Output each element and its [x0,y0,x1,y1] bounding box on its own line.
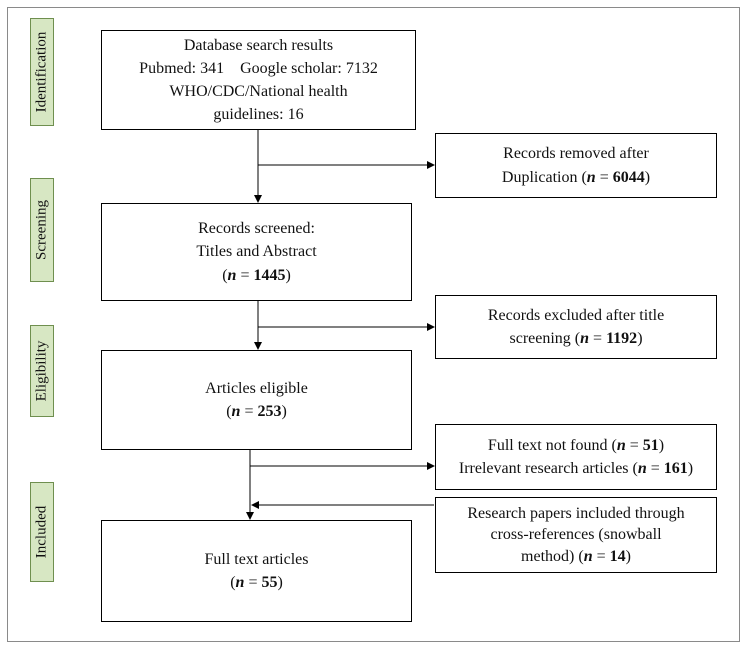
full-text-title: Full text articles [204,550,309,568]
eligible-title: Articles eligible [205,379,308,397]
screened-subtitle: Titles and Abstract [196,243,317,261]
irrelevant-line: Irrelevant research articles (n = 161) [458,460,694,477]
screened-count: (n = 1445) [222,266,291,284]
database-search-guidelines: WHO/CDC/National health [169,83,348,100]
eligible-count: (n = 253) [226,403,287,420]
duplicates-removed-box: Records removed after Duplication (n = 6… [435,133,717,198]
snowball-line1: Research papers included through [467,504,685,522]
articles-eligible-box: Articles eligible (n = 253) [101,350,412,450]
snowball-line2: cross-references (snowball [490,526,662,544]
database-search-title: Database search results [183,36,334,54]
full-text-count: (n = 55) [230,574,283,591]
full-text-articles-box: Full text articles (n = 55) [101,520,412,622]
stage-screening: Screening [30,178,54,282]
excluded-title-box: Records excluded after title screening (… [435,295,717,359]
excluded-title-count-line: screening (n = 1192) [509,330,643,347]
stage-included: Included [30,482,54,582]
not-found-line: Full text not found (n = 51) [487,436,665,454]
diagram-frame [7,7,740,642]
database-search-sources: Pubmed: 341 Google scholar: 7132 [139,59,378,77]
duplicates-label: Records removed after [503,145,649,163]
snowball-count-line: method) (n = 14) [521,547,631,565]
not-found-box: Full text not found (n = 51) Irrelevant … [435,424,717,490]
stage-eligibility: Eligibility [30,325,54,417]
records-screened-box: Records screened: Titles and Abstract (n… [101,203,412,301]
excluded-title-label: Records excluded after title [487,306,665,324]
database-search-box: Database search results Pubmed: 341 Goog… [101,30,416,130]
snowball-box: Research papers included through cross-r… [435,497,717,573]
duplicates-count-line: Duplication (n = 6044) [501,168,651,186]
database-search-guidelines-count: guidelines: 16 [213,106,304,124]
stage-identification: Identification [30,18,54,126]
screened-title: Records screened: [198,220,315,238]
